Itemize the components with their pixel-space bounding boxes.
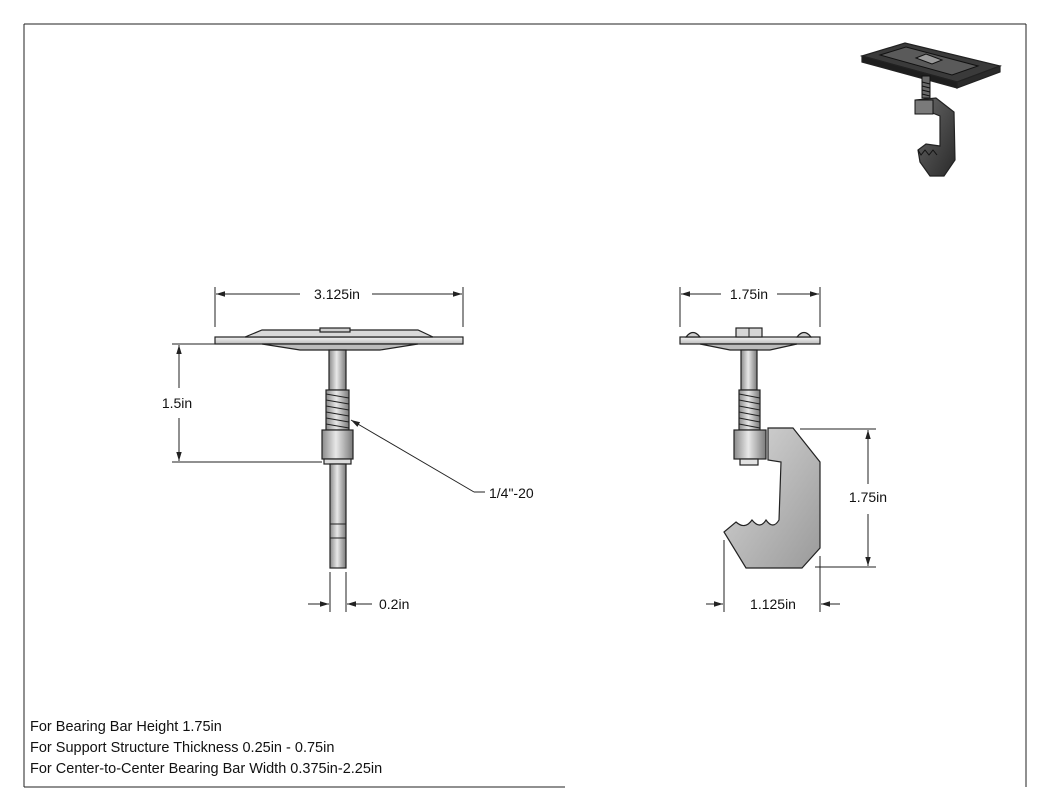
dim-front-height-label: 1.5in xyxy=(162,395,192,411)
front-bolt-head xyxy=(319,327,351,333)
front-plate xyxy=(214,336,464,345)
dim-front-width: 3.125in xyxy=(214,286,464,327)
side-washer xyxy=(739,458,759,466)
front-view: 3.125in 1.5in 1/4"-20 0.2in xyxy=(162,286,534,612)
dim-side-depth-label: 1.125in xyxy=(750,596,796,612)
note-bearing-bar-height: For Bearing Bar Height 1.75in xyxy=(30,719,222,735)
dim-thread-callout: 1/4"-20 xyxy=(350,419,534,501)
dim-front-shaft-label: 0.2in xyxy=(379,596,409,612)
dim-front-shaft: 0.2in xyxy=(308,572,409,612)
side-plate xyxy=(679,336,821,345)
dim-side-width-label: 1.75in xyxy=(730,286,768,302)
dim-front-height: 1.5in xyxy=(162,343,322,463)
side-shaft-top xyxy=(740,349,758,391)
dim-side-height-label: 1.75in xyxy=(849,489,887,505)
front-shaft-top xyxy=(328,349,347,391)
front-nut xyxy=(321,429,354,460)
front-plate-underside xyxy=(261,343,419,351)
dim-front-width-label: 3.125in xyxy=(314,286,360,302)
note-support-thickness: For Support Structure Thickness 0.25in -… xyxy=(30,740,335,756)
side-view: 1.75in 1.75in 1.125in xyxy=(679,286,887,612)
dim-side-height: 1.75in xyxy=(800,428,887,568)
front-washer xyxy=(323,458,352,465)
side-clamp-body xyxy=(723,427,821,569)
note-bearing-bar-width: For Center-to-Center Bearing Bar Width 0… xyxy=(30,761,383,777)
dim-side-depth: 1.125in xyxy=(706,540,840,612)
dim-thread-label: 1/4"-20 xyxy=(489,485,534,501)
front-plate-bevel xyxy=(244,329,434,338)
side-thread xyxy=(738,389,761,431)
front-thread xyxy=(325,389,350,431)
sheet-border xyxy=(23,23,1027,788)
dim-side-width: 1.75in xyxy=(679,286,821,327)
isometric-view xyxy=(859,42,1003,177)
front-jaw xyxy=(329,463,347,569)
side-nut xyxy=(733,429,767,460)
